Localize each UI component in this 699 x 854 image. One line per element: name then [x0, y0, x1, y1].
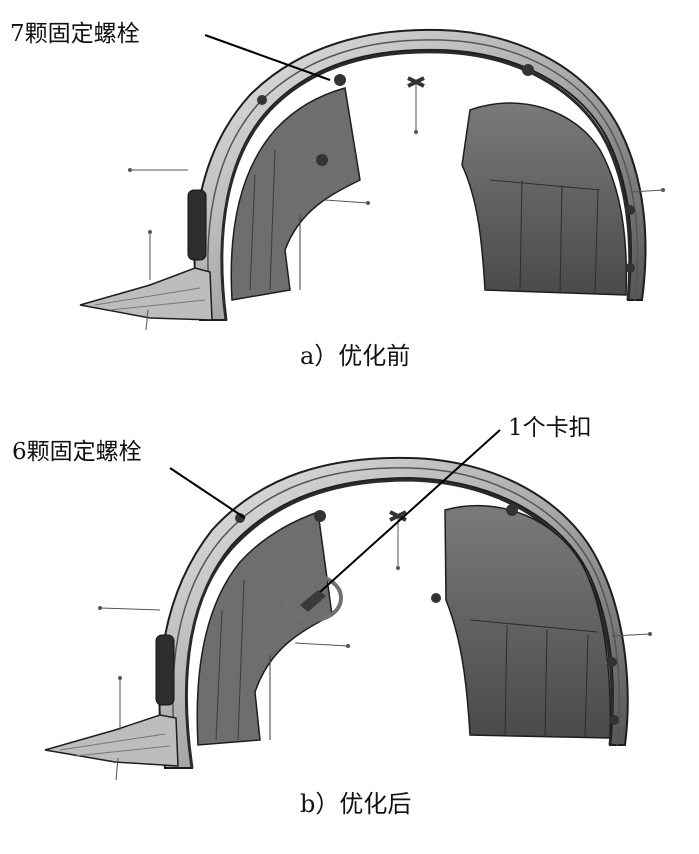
flap-ribs: [94, 287, 206, 311]
left-wall-ribs: [215, 579, 271, 741]
right-inner-wall: [461, 102, 628, 296]
panel-before-optimization: 7颗固定螺栓 a）优化前: [0, 0, 699, 380]
left-inner-wall: [230, 87, 361, 301]
arch-inner-rim: [184, 478, 614, 769]
arch-outer-band: [158, 456, 629, 769]
fender-liner-drawing-before: [79, 28, 665, 331]
left-mount-block: [187, 189, 207, 261]
reference-lines: [98, 518, 652, 781]
panel-after-optimization: 6颗固定螺栓 1个卡扣 b）优化后: [0, 400, 699, 854]
clip-callout-leader: [319, 429, 501, 593]
bolt-markers: [235, 504, 619, 725]
left-inner-wall: [196, 510, 333, 746]
arch-groove: [207, 39, 639, 319]
right-inner-wall: [444, 504, 612, 739]
bolt-callout-leader: [169, 467, 246, 519]
right-wall-ribs: [489, 179, 601, 295]
bolt-markers: [257, 64, 635, 273]
bolt-count-callout: 7颗固定螺栓: [10, 21, 140, 47]
clip-icon: [300, 590, 326, 612]
clip-count-callout: 1个卡扣: [508, 415, 592, 441]
fender-liner-drawing-after: [44, 429, 652, 781]
caption-after: b）优化后: [300, 790, 412, 818]
bolt-count-callout: 6颗固定螺栓: [12, 439, 142, 465]
left-mount-block: [155, 634, 175, 706]
arch-outer-band: [193, 28, 647, 321]
bottom-flap: [79, 267, 213, 321]
caption-before: a）优化前: [300, 342, 411, 370]
flap-ribs: [59, 733, 171, 757]
bottom-flap: [44, 714, 179, 767]
right-wall-ribs: [469, 619, 599, 739]
left-wall-ribs: [249, 149, 301, 291]
reference-lines: [128, 84, 665, 331]
bolt-callout-leader: [204, 34, 331, 81]
arch-groove: [172, 467, 621, 767]
arch-inner-rim: [220, 50, 632, 321]
clip-highlight-ring: [283, 574, 343, 622]
